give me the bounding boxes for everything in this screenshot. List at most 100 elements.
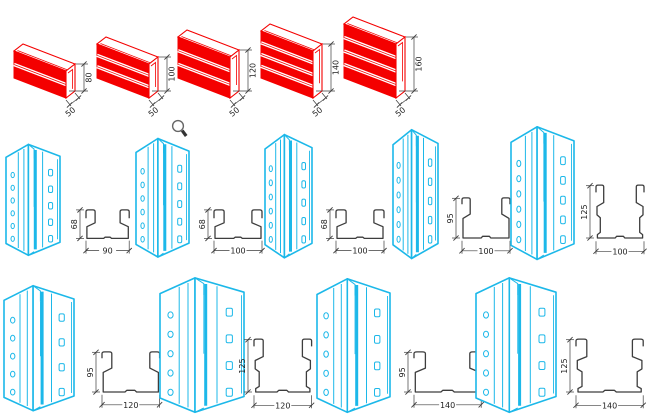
section-width-label: 140	[440, 401, 455, 410]
beam-profile-50x140: 140 50	[259, 23, 341, 119]
upright-slot	[225, 361, 233, 370]
upright-hole	[268, 165, 273, 173]
beam-profile-50x160: 160 50	[342, 16, 424, 119]
upright-column-100x68	[135, 137, 190, 258]
upright-hole	[396, 235, 401, 243]
upright-hole	[10, 235, 15, 242]
section-profile-outline	[101, 351, 161, 393]
upright-slot	[427, 177, 433, 186]
upright-hole	[268, 193, 273, 201]
section-height-label: 95	[86, 367, 95, 377]
upright-column-100x68	[264, 133, 313, 259]
beam-depth-label: 50	[64, 105, 78, 118]
upright-hole	[10, 197, 15, 204]
magnifier-icon[interactable]	[170, 118, 192, 142]
upright-slot	[48, 185, 54, 193]
upright-hole	[10, 210, 15, 217]
upright-slot	[225, 307, 233, 317]
upright-hole	[167, 350, 174, 358]
upright-slot	[427, 158, 433, 167]
section-width-label: 100	[352, 247, 367, 256]
upright-hole	[516, 205, 522, 213]
upright-hole	[396, 191, 401, 199]
upright-slot	[538, 307, 546, 317]
beam-depth-label: 50	[311, 105, 325, 118]
upright-hole	[268, 236, 273, 243]
upright-hole	[483, 388, 489, 396]
upright-column-140x125	[475, 277, 557, 414]
upright-right-face	[536, 125, 575, 261]
upright-column-100x95	[392, 128, 439, 260]
upright-right-face	[32, 284, 75, 412]
upright-column-90x68	[5, 143, 61, 257]
section-width-label: 120	[275, 401, 290, 410]
beam-end-face	[148, 55, 159, 100]
upright-slot	[58, 363, 65, 372]
upright-slot	[560, 156, 566, 166]
beam-height-label: 140	[332, 60, 341, 75]
upright-hole	[140, 208, 145, 216]
section-width-label: 140	[602, 401, 617, 410]
upright-slot	[177, 200, 183, 208]
upright-slot	[177, 235, 183, 244]
upright-slot	[177, 164, 183, 173]
upright-hole	[140, 195, 145, 202]
beam-depth-label: 50	[394, 105, 408, 118]
upright-slot	[48, 168, 54, 177]
upright-column-120x95	[3, 284, 75, 412]
upright-hole	[10, 222, 15, 230]
upright-column-140x95	[316, 277, 391, 414]
cross-section-100x68: 68 100	[320, 206, 387, 256]
upright-hole	[10, 316, 16, 324]
upright-slot	[301, 235, 307, 244]
section-profile-outline	[253, 338, 313, 393]
upright-hole	[396, 176, 401, 184]
beam-height-label: 160	[415, 56, 424, 71]
section-height-label: 68	[320, 219, 329, 229]
upright-left-face	[316, 277, 349, 414]
upright-slot	[225, 387, 233, 397]
upright-hole	[483, 369, 489, 377]
upright-left-face	[3, 284, 34, 412]
upright-hole	[10, 184, 15, 191]
section-profile-outline	[575, 338, 644, 393]
section-height-label: 68	[198, 219, 207, 229]
upright-slot	[560, 195, 566, 205]
beam-end-face	[395, 35, 406, 100]
upright-slot	[427, 215, 433, 225]
upright-hole	[396, 161, 401, 169]
section-profile-outline	[461, 197, 511, 239]
beam-height-label: 120	[249, 63, 258, 78]
upright-hole	[140, 168, 145, 175]
upright-right-face	[346, 277, 391, 414]
section-width-label: 90	[103, 247, 113, 256]
beam-depth-label: 50	[228, 105, 242, 118]
upright-slot	[301, 180, 307, 189]
upright-hole	[516, 236, 522, 244]
section-width-label: 100	[478, 247, 493, 256]
upright-slot	[301, 198, 307, 207]
upright-hole	[323, 331, 329, 339]
upright-left-face	[264, 133, 286, 259]
upright-slot	[58, 387, 65, 397]
upright-hole	[323, 388, 329, 397]
upright-hole	[140, 222, 145, 229]
upright-hole	[167, 388, 174, 396]
upright-right-face	[27, 143, 61, 257]
upright-hole	[516, 175, 522, 183]
upright-hole	[140, 181, 145, 189]
upright-hole	[167, 330, 174, 338]
beam-height-label: 100	[168, 66, 177, 81]
upright-left-face	[392, 128, 413, 260]
upright-slot	[538, 387, 546, 397]
upright-right-face	[410, 128, 439, 260]
upright-slot	[177, 217, 183, 226]
